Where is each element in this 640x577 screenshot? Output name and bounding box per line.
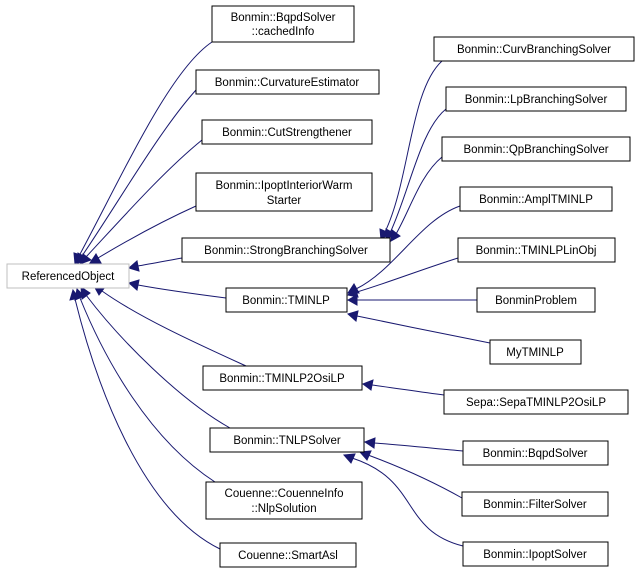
edge-cut-strength-to-root [79, 139, 203, 265]
svg-text:::cachedInfo: ::cachedInfo [252, 26, 315, 38]
svg-text:Bonmin::BqpdSolver: Bonmin::BqpdSolver [231, 12, 336, 24]
edge-tnlpsolver-to-root [80, 286, 231, 429]
svg-text:::NlpSolution: ::NlpSolution [251, 503, 316, 515]
edge-smartasl-to-root [69, 288, 221, 550]
svg-text:Bonmin::AmplTMINLP: Bonmin::AmplTMINLP [479, 194, 593, 206]
edge-bqpd-solver-to-tnlpsolver [363, 437, 464, 452]
edge-filter-solver-to-tnlpsolver [358, 450, 463, 499]
node-filter-solver[interactable]: Bonmin::FilterSolver [461, 491, 609, 517]
edge-my-tminlp-to-tminlp [346, 310, 491, 344]
node-ampl-tminlp[interactable]: Bonmin::AmplTMINLP [459, 186, 613, 212]
svg-text:Bonmin::CurvBranchingSolver: Bonmin::CurvBranchingSolver [457, 44, 611, 56]
node-ipopt-solver[interactable]: Bonmin::IpoptSolver [462, 541, 609, 567]
node-tminlp2osilp[interactable]: Bonmin::TMINLP2OsiLP [202, 365, 363, 391]
node-couenne-smartasl[interactable]: Couenne::SmartAsl [219, 542, 357, 568]
node-bqpd-solver[interactable]: Bonmin::BqpdSolver [462, 440, 609, 466]
edge-curv-branching-to-strong-branching [379, 60, 443, 242]
svg-text:MyTMINLP: MyTMINLP [506, 347, 564, 359]
svg-text:Bonmin::TNLPSolver: Bonmin::TNLPSolver [233, 435, 341, 447]
svg-text:BonminProblem: BonminProblem [495, 295, 577, 307]
edge-sepa-to-tminlp2osilp [361, 379, 445, 396]
edge-ipopt-warm-to-root [89, 205, 197, 264]
edge-strong-branching-to-root [127, 257, 183, 272]
node-curvature-estimator[interactable]: Bonmin::CurvatureEstimator [195, 69, 380, 95]
svg-text:Sepa::SepaTMINLP2OsiLP: Sepa::SepaTMINLP2OsiLP [466, 397, 606, 409]
node-lp-branching-solver[interactable]: Bonmin::LpBranchingSolver [445, 86, 627, 112]
svg-text:Bonmin::IpoptSolver: Bonmin::IpoptSolver [483, 549, 587, 561]
node-cut-strengthener[interactable]: Bonmin::CutStrengthener [201, 119, 373, 145]
svg-text:Starter: Starter [267, 195, 302, 207]
edge-bqpd-cached-to-root [73, 41, 213, 266]
node-couenne-info-nlp-solution[interactable]: Couenne::CouenneInfo ::NlpSolution [205, 481, 363, 520]
svg-text:Bonmin::CutStrengthener: Bonmin::CutStrengthener [222, 127, 352, 139]
node-bonmin-problem[interactable]: BonminProblem [476, 287, 596, 313]
svg-text:Bonmin::TMINLP: Bonmin::TMINLP [242, 295, 330, 307]
edge-ipopt-solver-to-tnlpsolver [342, 453, 464, 547]
svg-text:Bonmin::IpoptInteriorWarm: Bonmin::IpoptInteriorWarm [216, 180, 353, 192]
svg-text:Bonmin::TMINLPLinObj: Bonmin::TMINLPLinObj [476, 245, 597, 257]
node-sepa-tminlp2osilp[interactable]: Sepa::SepaTMINLP2OsiLP [443, 389, 629, 415]
node-my-tminlp[interactable]: MyTMINLP [489, 339, 582, 365]
edge-couenne-info-to-root [74, 287, 216, 483]
node-tminlp-linobj[interactable]: Bonmin::TMINLPLinObj [457, 237, 616, 263]
node-curv-branching-solver[interactable]: Bonmin::CurvBranchingSolver [433, 36, 635, 62]
svg-text:Bonmin::BqpdSolver: Bonmin::BqpdSolver [483, 448, 588, 460]
svg-text:Couenne::CouenneInfo: Couenne::CouenneInfo [225, 488, 344, 500]
svg-text:Bonmin::FilterSolver: Bonmin::FilterSolver [483, 499, 587, 511]
svg-text:Bonmin::TMINLP2OsiLP: Bonmin::TMINLP2OsiLP [219, 373, 345, 385]
node-strong-branching-solver[interactable]: Bonmin::StrongBranchingSolver [181, 237, 391, 263]
node-referenced-object[interactable]: ReferencedObject [6, 263, 130, 289]
node-bqpd-solver-cached-info[interactable]: Bonmin::BqpdSolver ::cachedInfo [211, 5, 355, 43]
edge-curvature-est-to-root [76, 89, 197, 265]
svg-text:Couenne::SmartAsl: Couenne::SmartAsl [238, 550, 338, 562]
svg-text:Bonmin::LpBranchingSolver: Bonmin::LpBranchingSolver [465, 94, 608, 106]
node-tnlpsolver[interactable]: Bonmin::TNLPSolver [209, 427, 365, 453]
edge-tminlp-to-root [127, 279, 227, 299]
edge-tminlp-linobj-to-tminlp [347, 257, 459, 298]
svg-text:Bonmin::CurvatureEstimator: Bonmin::CurvatureEstimator [215, 77, 360, 89]
edge-bonmin-problem-to-tminlp [346, 294, 477, 306]
svg-text:Bonmin::QpBranchingSolver: Bonmin::QpBranchingSolver [463, 144, 608, 156]
edge-qp-branching-to-strong-branching [390, 156, 443, 242]
node-tminlp[interactable]: Bonmin::TMINLP [225, 287, 348, 313]
node-ipopt-interior-warm-starter[interactable]: Bonmin::IpoptInteriorWarm Starter [195, 172, 373, 212]
node-qp-branching-solver[interactable]: Bonmin::QpBranchingSolver [441, 136, 631, 162]
svg-text:ReferencedObject: ReferencedObject [22, 271, 115, 283]
svg-text:Bonmin::StrongBranchingSolver: Bonmin::StrongBranchingSolver [204, 245, 368, 257]
edge-lp-branching-to-strong-branching [385, 108, 447, 241]
